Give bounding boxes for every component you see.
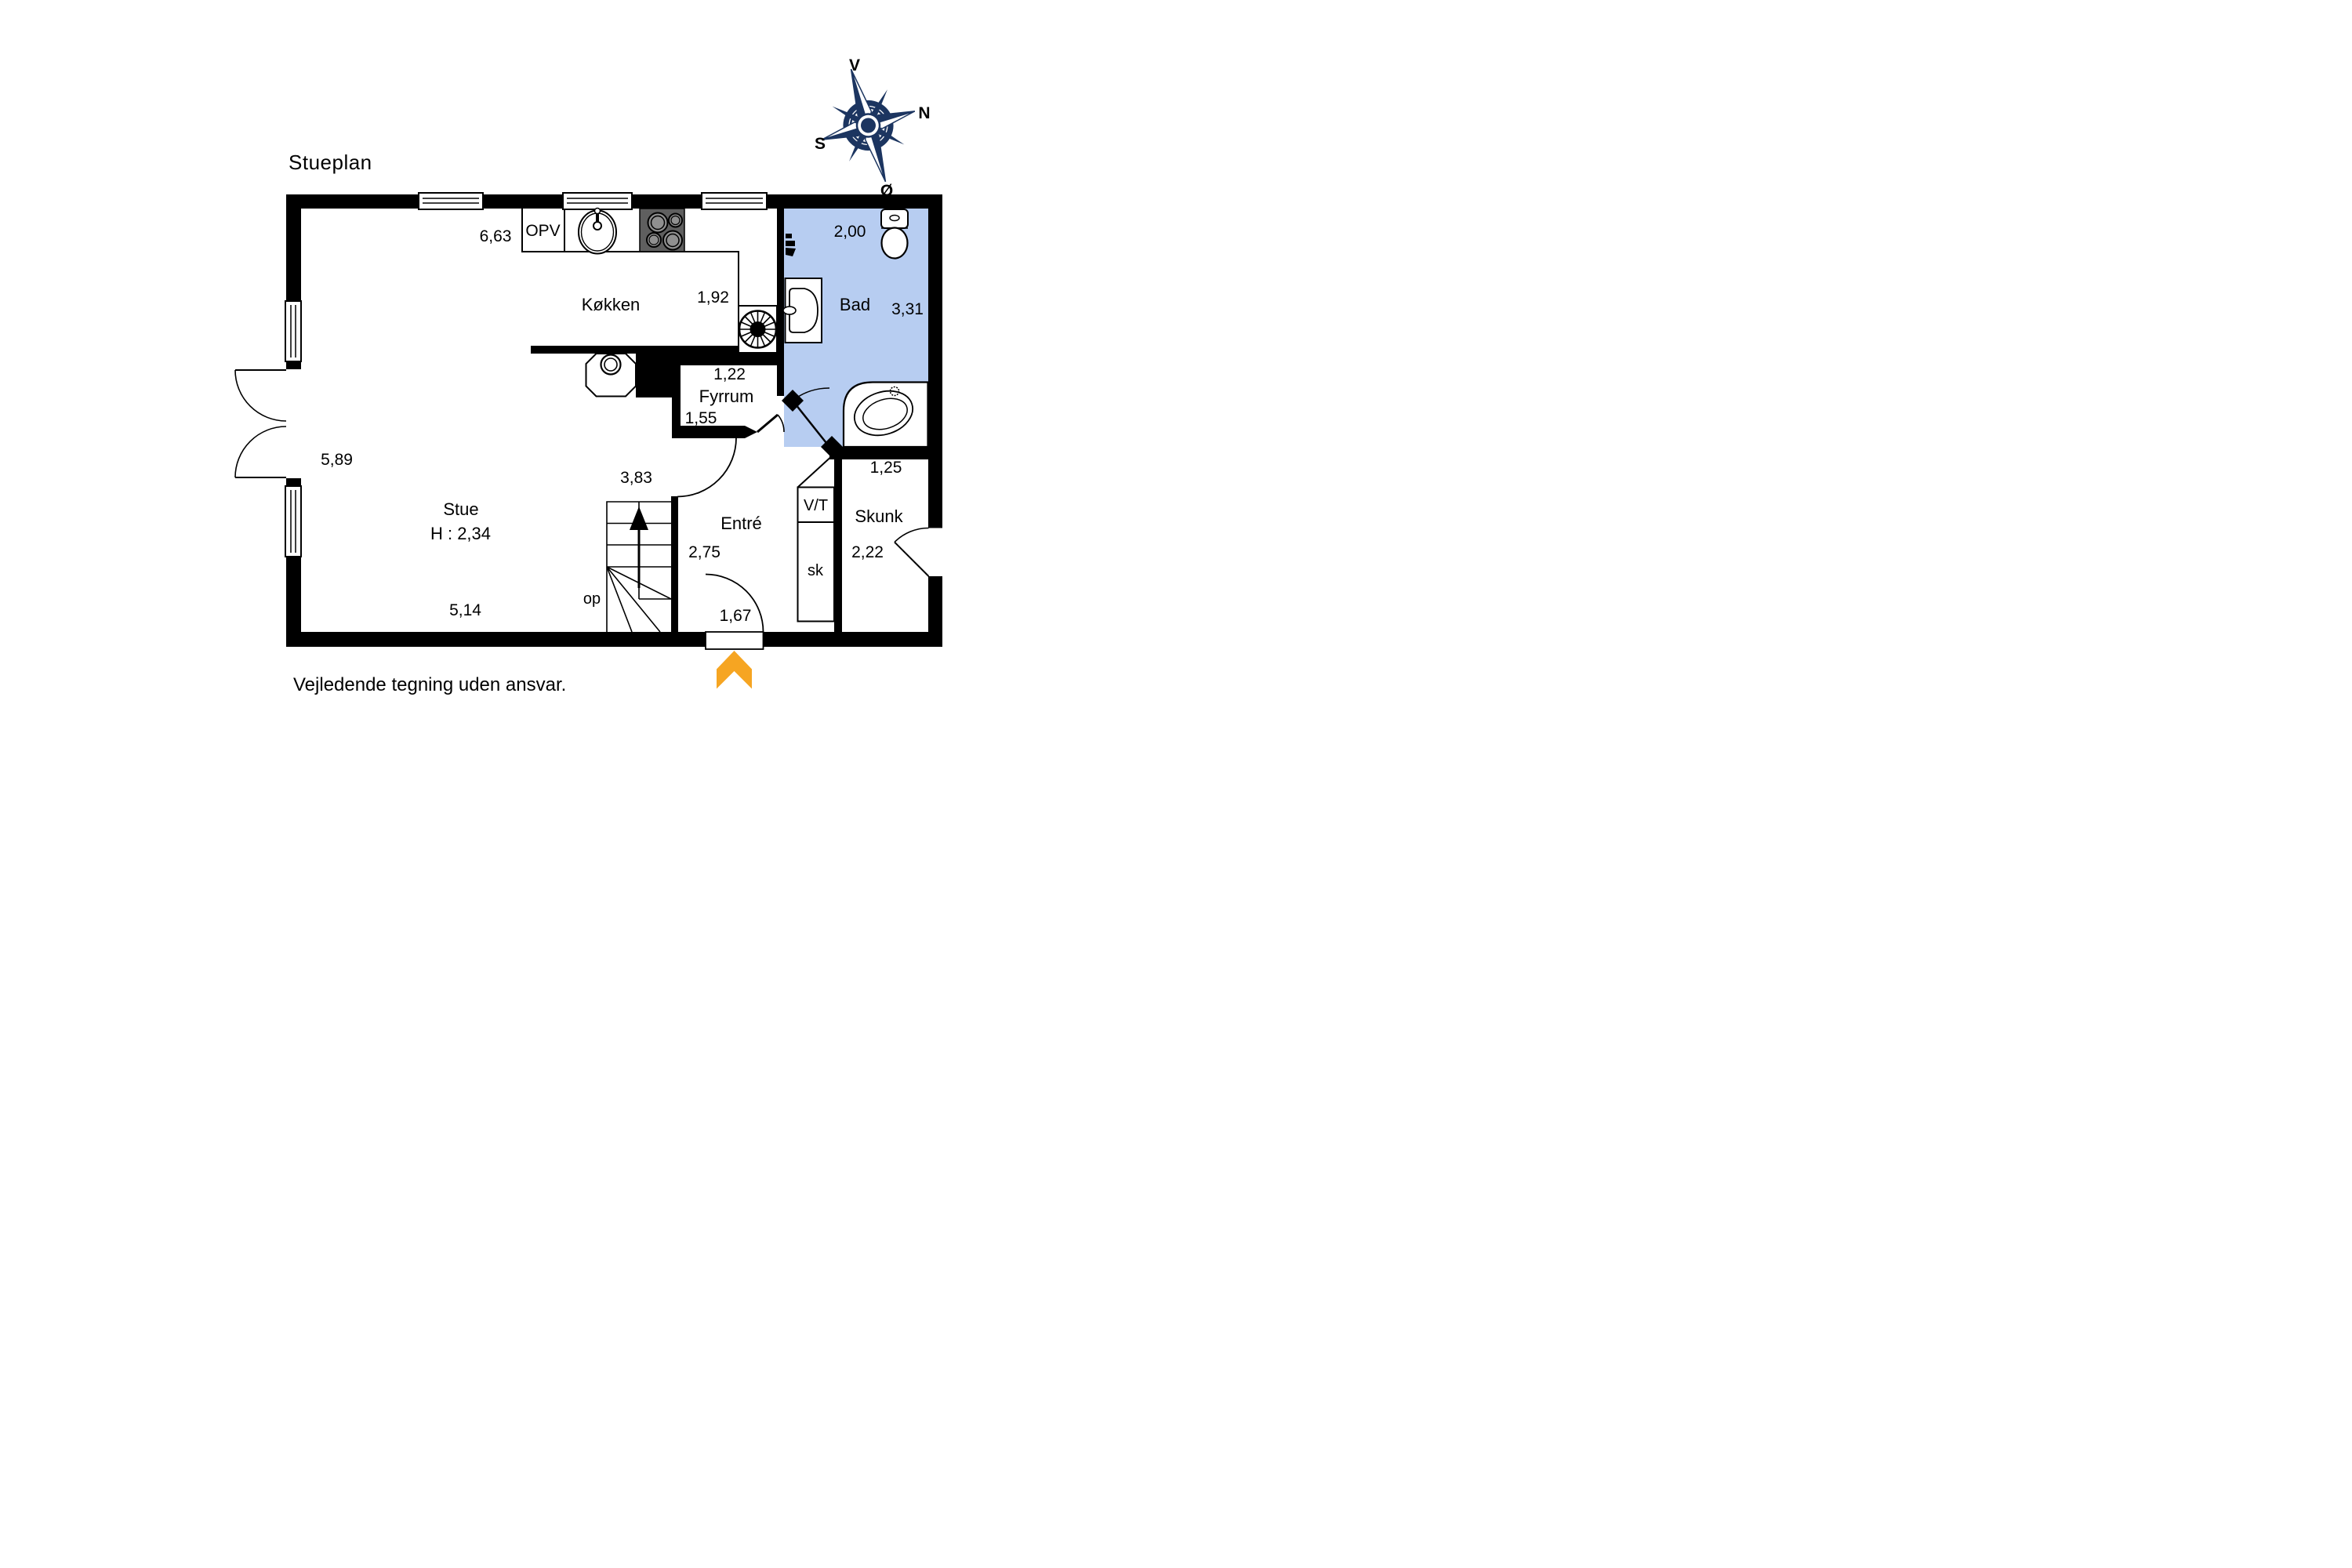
door-arc xyxy=(777,414,785,433)
room-label-fyrrum: Fyrrum xyxy=(699,387,754,406)
boiler-fan-icon xyxy=(738,305,778,354)
dim-kitchen-depth: 1,92 xyxy=(697,289,729,307)
door-arc xyxy=(234,426,287,478)
floor-plan-page: Stueplan Vejledende tegning uden ansvar. xyxy=(0,0,1176,784)
dishwasher-label: OPV xyxy=(525,222,560,240)
door-arc xyxy=(234,369,287,422)
room-label-bad: Bad xyxy=(840,295,870,314)
kitchen-counter xyxy=(521,209,739,306)
floor-plan-svg: V N S Ø 6,63 OPV Køkken 1,92 2,00 Bad 3,… xyxy=(234,56,942,689)
dim-entre-door: 1,67 xyxy=(720,607,752,625)
faucet-icon xyxy=(786,234,796,256)
dim-stue-depth: 5,89 xyxy=(321,451,353,469)
dim-entre-opening: 3,83 xyxy=(620,469,652,487)
dim-skunk-width: 1,25 xyxy=(870,459,902,477)
door-arc xyxy=(705,573,764,633)
compass-label-n: N xyxy=(918,104,930,122)
toilet-icon xyxy=(880,209,909,260)
fyrrum-door xyxy=(757,413,785,434)
kitchen-sink-icon xyxy=(578,207,617,255)
bathroom-door xyxy=(792,387,830,448)
room-label-skunk: Skunk xyxy=(855,506,903,526)
door-arc xyxy=(792,387,830,401)
stue-entre-opening-arc xyxy=(677,437,737,498)
entrance-door xyxy=(705,573,764,650)
dim-entre-width: 2,75 xyxy=(688,543,720,561)
room-label-entre: Entré xyxy=(720,514,762,533)
door-arc xyxy=(894,527,929,543)
dim-fyrrum-width: 1,22 xyxy=(713,365,746,383)
compass-label-o: Ø xyxy=(880,182,893,200)
dim-bad-depth: 3,31 xyxy=(891,300,924,318)
dim-fyrrum-depth: 1,55 xyxy=(685,409,717,427)
stove-icon xyxy=(639,208,685,252)
room-label-kokken: Køkken xyxy=(582,295,641,314)
stue-ceiling-height: H : 2,34 xyxy=(430,524,491,543)
compass-label-v: V xyxy=(849,56,860,74)
stairs-symbol xyxy=(606,501,672,633)
dim-stue-width: 5,14 xyxy=(449,601,481,619)
entrance-arrow-icon xyxy=(717,651,752,689)
page-title: Stueplan xyxy=(289,151,372,174)
compass-rose-icon: V N S Ø xyxy=(815,56,931,200)
dim-bad-width: 2,00 xyxy=(834,223,866,241)
double-door xyxy=(234,369,301,478)
compass-label-s: S xyxy=(815,135,826,153)
closet-label-vt: V/T xyxy=(804,497,828,514)
window-symbols-left xyxy=(285,300,302,557)
bathtub-icon xyxy=(842,381,929,448)
dim-skunk-depth: 2,22 xyxy=(851,543,884,561)
stair-slope-line xyxy=(797,453,835,488)
interior-walls xyxy=(531,209,942,632)
window-symbols-top xyxy=(418,192,768,210)
room-label-stue: Stue xyxy=(443,499,478,519)
dim-kitchen-width: 6,63 xyxy=(480,227,512,245)
closets xyxy=(797,453,835,622)
closet-label-sk: sk xyxy=(808,562,824,579)
skunk-door xyxy=(894,527,942,577)
wood-stove-icon xyxy=(585,353,637,397)
stairs-up-arrow-icon xyxy=(630,506,648,530)
stairs-direction-label: op xyxy=(583,590,601,608)
washbasin-icon xyxy=(782,278,822,343)
disclaimer-text: Vejledende tegning uden ansvar. xyxy=(293,674,567,695)
